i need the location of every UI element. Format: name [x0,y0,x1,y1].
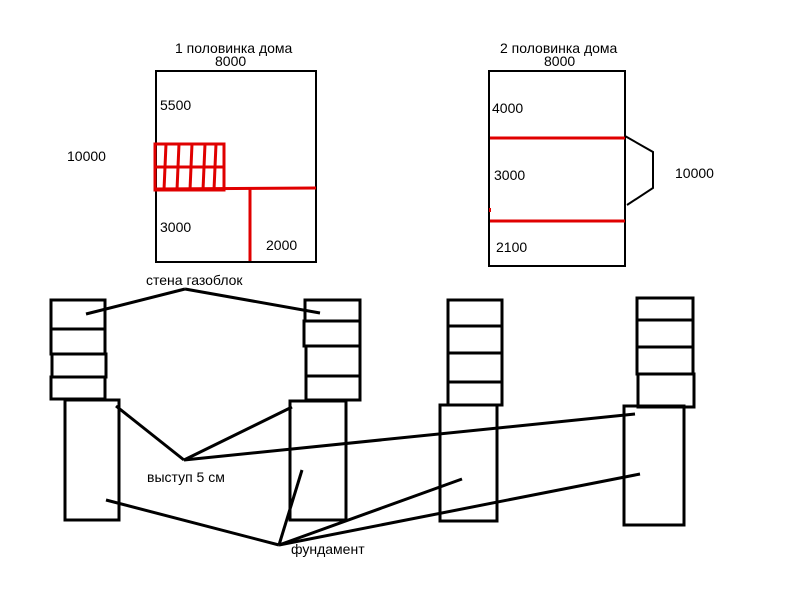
foundation-block [622,404,686,527]
section-4 [622,296,696,527]
wall-callout-leaders [85,287,321,316]
gasblock-row [446,324,504,355]
gasblock-row [49,327,107,356]
gasblock-row [446,351,504,384]
plan-2-room3-label: 2100 [496,239,527,255]
partition-wall-horizontal [155,186,317,191]
plan-1-title: 1 половинка дома [175,40,293,56]
gasblock-row [635,318,695,349]
foundation-callout-leaders [105,469,641,547]
gasblock-row [635,296,695,322]
plan-1-lower-room-label: 3000 [160,219,191,235]
gasblock-row [49,298,107,331]
ledge-callout-label: выступ 5 см [147,469,225,485]
gasblock-row [304,344,362,378]
foundation-block [288,399,348,522]
wall-callout-label: стена газоблок [146,272,243,288]
plan-1-side-room-label: 2000 [266,237,297,253]
plan-1-width-label: 8000 [215,53,246,69]
plan-2-room2-label: 3000 [494,167,525,183]
plan-2-title: 2 половинка дома [500,40,618,56]
plan-2-depth-bracket [624,135,654,206]
plan-1-upper-room-label: 5500 [160,97,191,113]
foundation-block [438,403,499,523]
section-2 [288,298,362,522]
gasblock-row [446,380,504,407]
gasblock-row [635,345,695,376]
gasblock-row [49,375,107,401]
gasblock-row [446,298,504,328]
plan-1: 1 половинка дома 8000 5500 10000 3000 20… [67,40,317,263]
staircase [153,142,226,192]
foundation-callout-label: фундамент [291,541,365,557]
gasblock-row [50,352,108,379]
gasblock-row [302,319,362,348]
ledge-callout-leaders [115,404,636,462]
section-3 [438,298,504,523]
plan-2-room1-label: 4000 [492,100,523,116]
gasblock-row [636,372,696,409]
plan-2-depth-label: 10000 [675,165,714,181]
foundation-block [63,398,121,522]
plan-2-width-label: 8000 [544,53,575,69]
plan-1-depth-label: 10000 [67,148,106,164]
gasblock-row [304,374,362,402]
section-1 [49,298,121,522]
plan-2: 2 половинка дома 8000 4000 3000 2100 100… [488,40,714,267]
plan-2-outline [488,70,626,267]
